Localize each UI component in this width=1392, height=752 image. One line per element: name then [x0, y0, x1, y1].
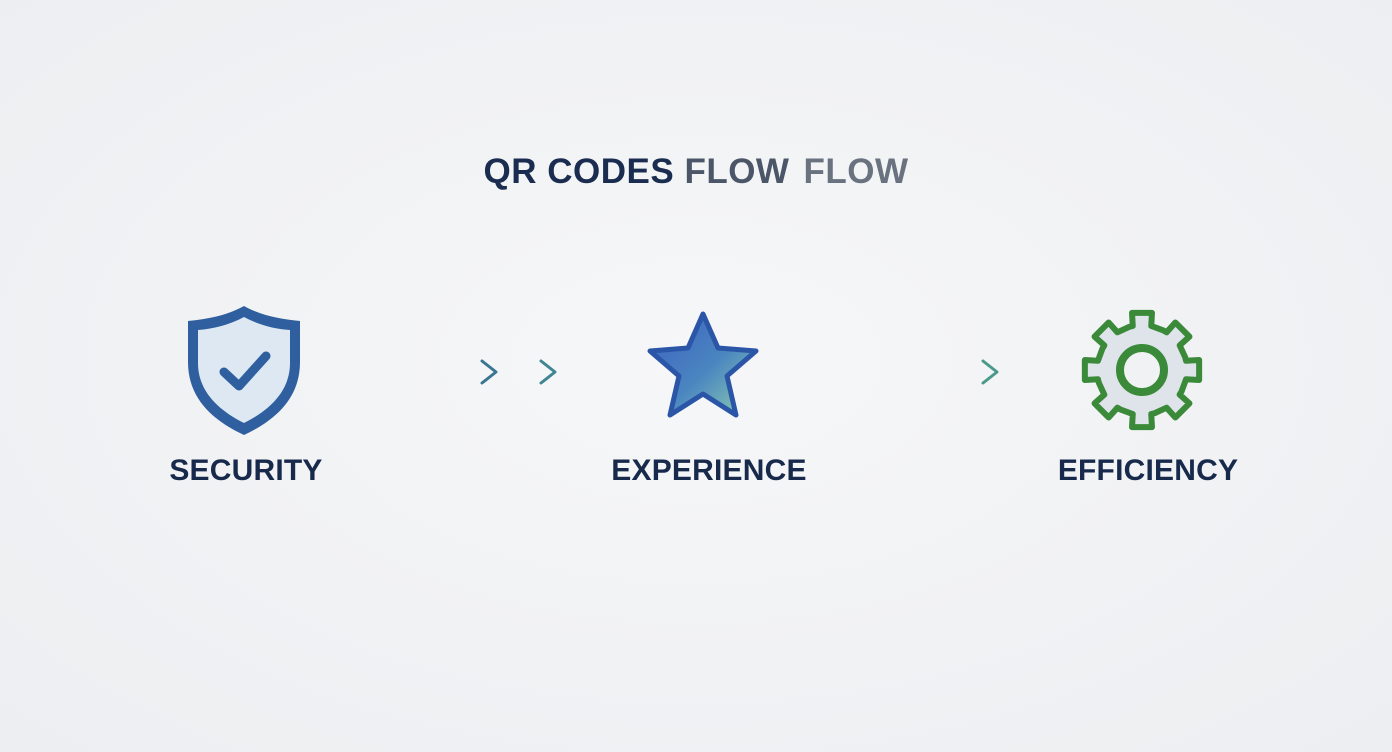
title-part-3: FLOW: [803, 152, 909, 191]
diagram-title: QR CODES FLOW FLOW: [0, 152, 1392, 192]
step-label-experience: EXPERIENCE: [611, 454, 807, 487]
step-label-efficiency: EFFICIENCY: [1057, 454, 1239, 487]
flow-arrow-2: [841, 359, 999, 385]
gear-icon: [1081, 309, 1203, 431]
flow-arrow-1: [389, 359, 557, 385]
star-icon: [647, 311, 759, 418]
title-part-2: FLOW: [684, 152, 790, 191]
title-part-1: QR CODES: [483, 152, 675, 191]
shield-check-icon: [188, 306, 300, 435]
step-label-security: SECURITY: [169, 454, 323, 487]
